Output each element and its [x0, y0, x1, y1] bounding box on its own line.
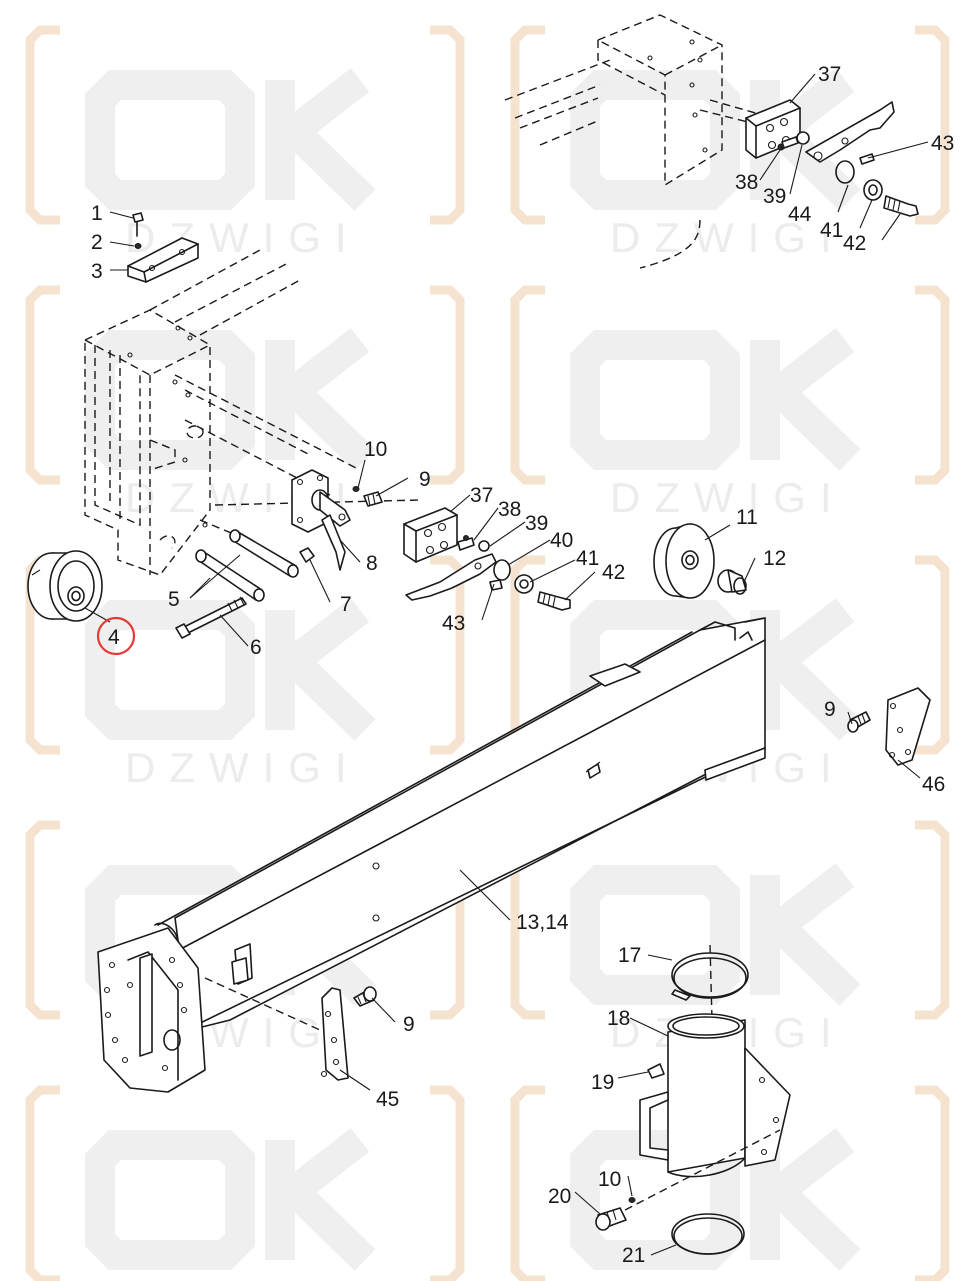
label-18: 18: [607, 1007, 630, 1030]
label-6: 6: [250, 636, 262, 659]
svg-text:DZWIGI: DZWIGI: [610, 474, 846, 521]
label-43-b: 43: [442, 612, 465, 635]
watermark-tile: DZWIGI: [25, 285, 465, 521]
wheel-and-bushing: [653, 523, 747, 599]
label-9-a: 9: [419, 468, 431, 491]
mid-bracket-assembly: [403, 507, 571, 611]
watermark-tile: DZWIGI: [25, 1085, 465, 1281]
label-39-b: 39: [525, 512, 548, 535]
label-38-b: 38: [498, 498, 521, 521]
watermark-tile: DZWIGI: [510, 25, 950, 261]
label-19: 19: [591, 1071, 614, 1094]
label-21: 21: [622, 1244, 645, 1267]
label-45: 45: [376, 1088, 399, 1111]
label-10-b: 10: [598, 1168, 621, 1191]
label-37-a: 37: [818, 63, 841, 86]
svg-text:DZWIGI: DZWIGI: [610, 214, 846, 261]
label-8: 8: [366, 552, 378, 575]
label-42-b: 42: [602, 561, 625, 584]
label-11: 11: [736, 506, 758, 529]
main-boom: [97, 617, 766, 1093]
label-4: 4: [108, 626, 120, 649]
label-39-a: 39: [763, 185, 786, 208]
watermark-tile: DZWIGI: [25, 25, 465, 261]
label-44: 44: [788, 203, 812, 226]
leader-lines: [84, 73, 929, 1256]
pulley: [27, 550, 103, 622]
label-17: 17: [618, 944, 641, 967]
boom-base-housing: [84, 249, 421, 576]
svg-text:DZWIGI: DZWIGI: [610, 1274, 846, 1281]
handle-bracket: [291, 469, 383, 571]
svg-text:DZWIGI: DZWIGI: [125, 744, 361, 791]
highlight-circle: [96, 616, 136, 656]
label-40: 40: [550, 529, 573, 552]
label-9-b: 9: [824, 698, 836, 721]
label-10-a: 10: [364, 438, 387, 461]
roller-pins: [175, 529, 315, 639]
watermark-tile: DZWIGI: [510, 285, 950, 521]
part-labels: 1 2 3 4 5 6 7 8 9 9 9 10 10 11 12 13,14 …: [91, 63, 954, 1267]
label-9-c: 9: [403, 1013, 415, 1036]
watermark-tile: DZWIGI: [25, 555, 465, 791]
label-3: 3: [91, 260, 103, 283]
label-20: 20: [548, 1185, 571, 1208]
column-assembly: [595, 944, 791, 1255]
side-plate-45: [320, 986, 377, 1081]
label-41-a: 41: [820, 219, 843, 242]
boom-head-assembly: [504, 14, 919, 269]
label-2: 2: [91, 231, 103, 254]
label-41-b: 41: [576, 547, 599, 570]
label-12: 12: [763, 547, 786, 570]
label-46: 46: [922, 773, 945, 796]
label-38-a: 38: [735, 171, 758, 194]
side-plate-46: [847, 687, 931, 766]
label-42-a: 42: [843, 232, 866, 255]
label-43-a: 43: [931, 132, 954, 155]
label-7: 7: [340, 593, 352, 616]
label-1: 1: [91, 202, 103, 225]
label-5: 5: [168, 588, 180, 611]
label-37-b: 37: [470, 484, 493, 507]
label-13-14: 13,14: [516, 911, 569, 934]
svg-text:DZWIGI: DZWIGI: [125, 1274, 361, 1281]
cap-plate-assembly: [127, 212, 199, 283]
